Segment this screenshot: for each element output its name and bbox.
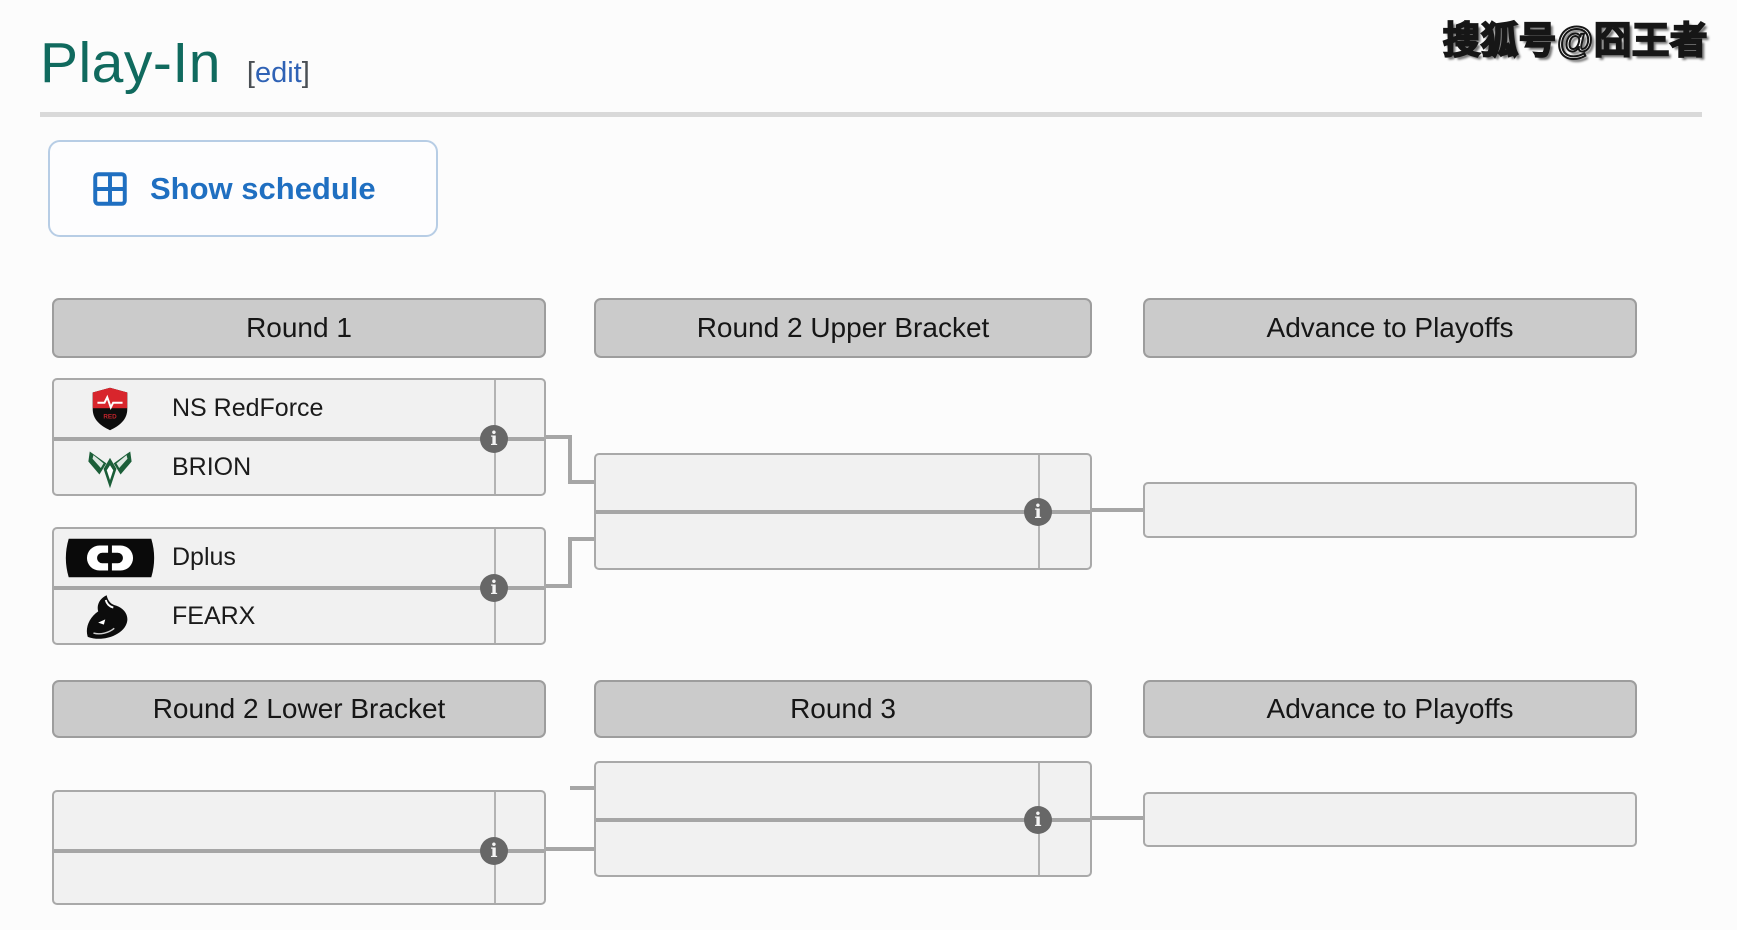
team-name: FEARX (172, 602, 256, 630)
team-name: Dplus (172, 543, 236, 571)
svg-text:RED: RED (103, 413, 117, 420)
logo-slot (54, 445, 166, 491)
column-header-round3: Round 3 (594, 680, 1092, 738)
match-divider (596, 510, 1090, 514)
table-icon (93, 171, 127, 206)
match-info-icon[interactable]: i (480, 837, 508, 865)
bracket-connector (546, 435, 572, 439)
match-round1-upper-1: RED NS RedForce BRION i (52, 378, 546, 496)
bracket-connector (546, 584, 572, 588)
team-row-fearx: FEARX (54, 590, 544, 643)
match-round3: i (594, 761, 1092, 877)
edit-bracket-open: [ (246, 57, 255, 89)
logo-slot: RED (54, 387, 166, 431)
match-round1-upper-2: Dplus FEARX i (52, 527, 546, 645)
team-row-ns-redforce: RED NS RedForce (54, 380, 544, 437)
match-round2-upper: i (594, 453, 1092, 570)
fearx-logo (86, 594, 128, 639)
advance-slot-upper (1143, 482, 1637, 538)
bracket-connector (568, 435, 572, 484)
bracket-connector (1092, 816, 1143, 820)
advance-slot-lower (1143, 792, 1637, 847)
bracket-connector (568, 537, 572, 588)
show-schedule-label: Show schedule (150, 170, 376, 206)
match-info-icon[interactable]: i (480, 425, 508, 453)
match-divider (54, 849, 544, 853)
dplus-logo (65, 538, 155, 577)
bracket-connector-drop-stub (570, 786, 594, 790)
title-divider (40, 112, 1702, 117)
team-name: NS RedForce (172, 394, 324, 422)
match-info-icon[interactable]: i (1024, 498, 1052, 526)
match-round2-lower: i (52, 790, 546, 905)
column-header-round2-upper: Round 2 Upper Bracket (594, 298, 1092, 358)
edit-bracket-close: ] (301, 57, 310, 89)
show-schedule-button[interactable]: Show schedule (48, 140, 438, 237)
team-row-dplus: Dplus (54, 529, 544, 586)
logo-slot (54, 593, 166, 641)
column-header-advance-lower: Advance to Playoffs (1143, 680, 1637, 738)
match-info-icon[interactable]: i (480, 574, 508, 602)
page-title-row: Play-In [edit] (40, 30, 310, 96)
match-divider (54, 586, 544, 590)
team-name: BRION (172, 453, 252, 481)
logo-slot (54, 534, 166, 582)
column-header-round2-lower: Round 2 Lower Bracket (52, 680, 546, 738)
bracket-connector (568, 537, 594, 541)
match-divider (596, 818, 1090, 822)
column-header-round1: Round 1 (52, 298, 546, 358)
ns-redforce-logo: RED (92, 387, 128, 430)
brion-logo (88, 450, 132, 488)
team-row-brion: BRION (54, 441, 544, 494)
edit-link[interactable]: edit (254, 57, 302, 89)
match-divider (54, 437, 544, 441)
match-info-icon[interactable]: i (1024, 806, 1052, 834)
page-title: Play-In (40, 31, 221, 95)
column-header-advance-upper: Advance to Playoffs (1143, 298, 1637, 358)
bracket-connector (546, 847, 594, 851)
sohu-watermark: 搜狐号@囧王者 (1442, 19, 1709, 62)
edit-section: [edit] (247, 57, 310, 90)
bracket-connector (568, 480, 594, 484)
bracket-connector (1092, 508, 1143, 512)
